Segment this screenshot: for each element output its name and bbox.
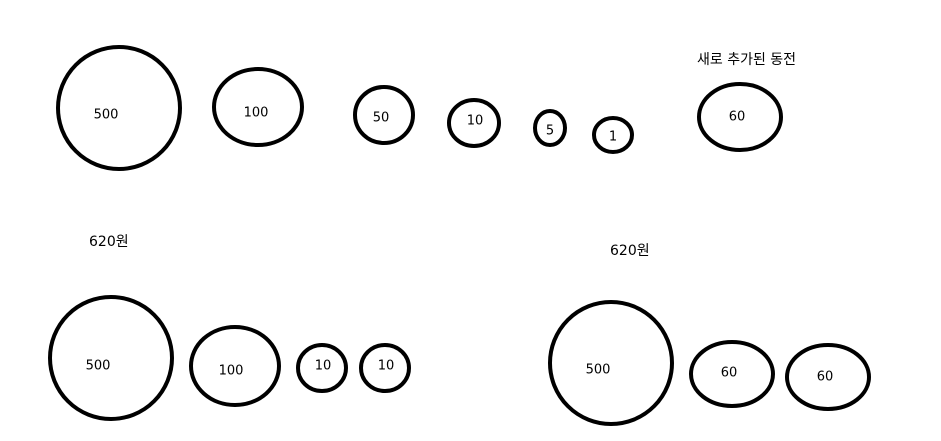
coin-value: 100 bbox=[244, 106, 269, 121]
amount-label-left: 620원 bbox=[89, 234, 129, 250]
coin-10: 10 bbox=[447, 98, 501, 148]
coin-60-new: 60 bbox=[697, 82, 783, 152]
combo-without-new-coin: 620원 500 100 10 10 bbox=[48, 234, 411, 421]
coin-value: 500 bbox=[586, 363, 611, 378]
coin-100: 100 bbox=[212, 67, 304, 147]
amount-label-right: 620원 bbox=[610, 243, 650, 259]
coin-500: 500 bbox=[48, 295, 174, 421]
coin-value: 1 bbox=[609, 130, 617, 145]
coin-value: 60 bbox=[729, 110, 746, 125]
coin-value: 500 bbox=[86, 359, 111, 374]
new-coin-section: 새로 추가된 동전 60 bbox=[697, 52, 796, 152]
coin-value: 10 bbox=[315, 359, 332, 374]
coin-500: 500 bbox=[56, 45, 182, 171]
coin-value: 5 bbox=[546, 124, 554, 139]
coin-100: 100 bbox=[189, 325, 281, 407]
original-coins-row: 500 100 50 10 5 1 bbox=[56, 45, 634, 171]
coin-500: 500 bbox=[548, 300, 674, 426]
coin-1: 1 bbox=[592, 116, 634, 154]
coin-value: 60 bbox=[817, 370, 834, 385]
coin-value: 50 bbox=[373, 111, 390, 126]
coin-10: 10 bbox=[359, 343, 411, 393]
coin-value: 10 bbox=[378, 359, 395, 374]
coin-value: 500 bbox=[94, 108, 119, 123]
coin-50: 50 bbox=[353, 85, 415, 145]
coin-value: 60 bbox=[721, 366, 738, 381]
coin-60: 60 bbox=[689, 340, 775, 408]
coin-60: 60 bbox=[785, 343, 871, 411]
coin-value: 100 bbox=[219, 364, 244, 379]
new-coin-label: 새로 추가된 동전 bbox=[697, 52, 796, 68]
combo-with-new-coin: 620원 500 60 60 bbox=[548, 243, 871, 426]
coin-value: 10 bbox=[467, 114, 484, 129]
coin-5: 5 bbox=[533, 109, 567, 147]
coin-10: 10 bbox=[296, 343, 348, 393]
